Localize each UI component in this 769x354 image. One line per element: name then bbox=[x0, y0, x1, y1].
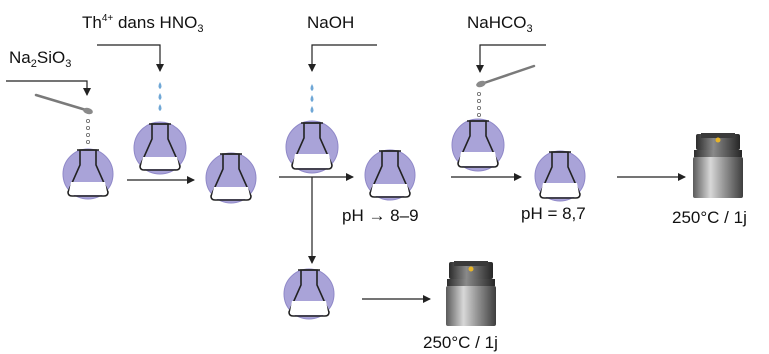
reagent-line-na2sio3 bbox=[6, 80, 91, 96]
spatula-icon bbox=[34, 93, 93, 115]
flask-8 bbox=[283, 268, 335, 320]
reagent-label-na2sio3: Na2SiO3 bbox=[9, 48, 72, 70]
reagent-label-naoh: NaOH bbox=[307, 13, 355, 32]
flask-6 bbox=[451, 118, 505, 172]
flask-3 bbox=[205, 152, 257, 204]
reagent-line-nahco3 bbox=[476, 44, 546, 73]
process-arrows bbox=[127, 173, 686, 303]
droplets-2 bbox=[310, 84, 314, 113]
droplets-1 bbox=[158, 82, 162, 111]
spatula-icon-2 bbox=[476, 64, 536, 88]
ph-label-step1: pH → 8–9 bbox=[342, 206, 419, 225]
flask-7 bbox=[534, 150, 586, 202]
powder-dots-2 bbox=[476, 92, 481, 118]
heating-label-branch: 250°C / 1j bbox=[423, 333, 498, 352]
reagent-line-naoh bbox=[308, 44, 377, 72]
flask-4 bbox=[285, 120, 339, 174]
ph-label-step2: pH = 8,7 bbox=[521, 204, 586, 223]
autoclave-2-image bbox=[446, 261, 496, 326]
reagent-label-nahco3: NaHCO3 bbox=[467, 13, 533, 35]
flask-1 bbox=[62, 148, 114, 200]
flask-5 bbox=[364, 149, 416, 201]
reagent-line-thorium bbox=[97, 44, 164, 72]
powder-dots-1 bbox=[86, 119, 91, 144]
autoclave-1-image bbox=[693, 133, 743, 198]
heating-label-main: 250°C / 1j bbox=[672, 208, 747, 227]
reagent-label-thorium: Th4+ dans HNO3 bbox=[82, 13, 204, 35]
flask-2 bbox=[133, 121, 187, 175]
